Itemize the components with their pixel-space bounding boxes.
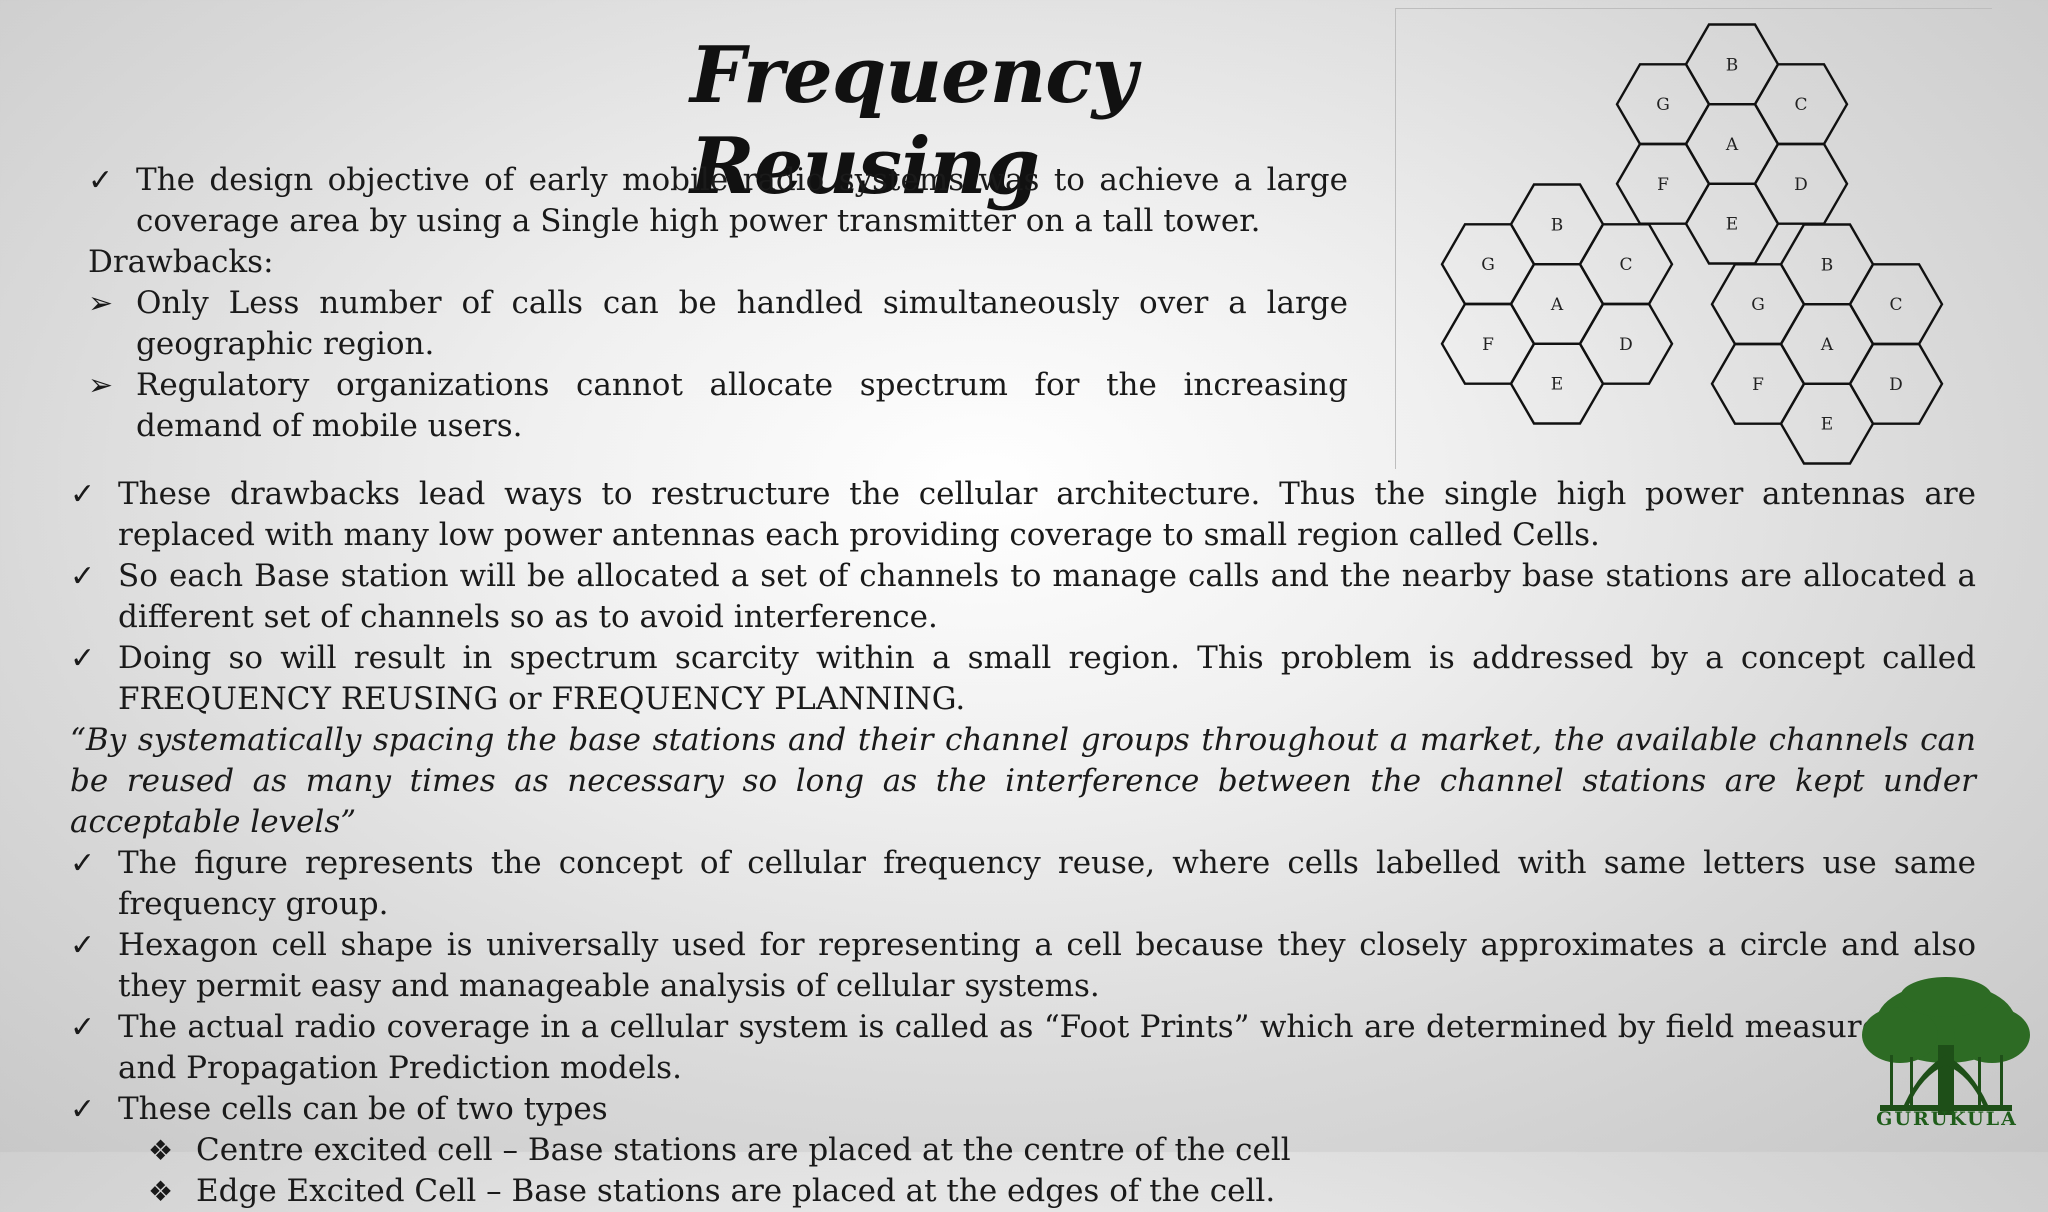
drawback-2-text: Regulatory organizations cannot allocate… — [136, 367, 1348, 444]
body-point-6-text: The actual radio coverage in a cellular … — [118, 1009, 1976, 1086]
body-point-3-text: Doing so will result in spectrum scarcit… — [118, 640, 1976, 717]
body-point-1: ✓ These drawbacks lead ways to restructu… — [70, 474, 1976, 556]
hex-cell-label: A — [1725, 135, 1739, 155]
hex-cell — [1710, 263, 1806, 346]
hex-cell-label: B — [1821, 255, 1834, 275]
hex-cell-label: C — [1619, 255, 1632, 275]
body-point-1-text: These drawbacks lead ways to restructure… — [118, 476, 1976, 553]
body-point-3: ✓ Doing so will result in spectrum scarc… — [70, 638, 1976, 720]
checkmark-icon: ✓ — [70, 1092, 96, 1127]
checkmark-icon: ✓ — [70, 559, 96, 594]
hex-cell-label: F — [1752, 375, 1764, 395]
diamond-bullet-icon: ❖ — [148, 1175, 174, 1208]
hex-cell-label: C — [1889, 295, 1902, 315]
hex-cell-label: C — [1794, 95, 1807, 115]
hex-cell — [1440, 223, 1536, 306]
hex-cluster: A B C D E F G — [1615, 23, 1849, 265]
body-point-7: ✓ These cells can be of two types — [70, 1089, 1976, 1130]
hex-cell-label: G — [1656, 95, 1670, 115]
hex-cell-label: E — [1726, 215, 1738, 235]
intro-section: ✓ The design objective of early mobile r… — [88, 160, 1348, 447]
hex-cell-label: E — [1821, 415, 1833, 435]
arrow-icon: ➢ — [88, 368, 114, 403]
body-point-2-text: So each Base station will be allocated a… — [118, 558, 1976, 635]
hex-cell-label: D — [1794, 175, 1808, 195]
body-point-6: ✓ The actual radio coverage in a cellula… — [70, 1007, 1976, 1089]
body-point-5-text: Hexagon cell shape is universally used f… — [118, 927, 1976, 1004]
logo-text: GURUKULA — [1876, 1108, 2018, 1130]
body-point-7-text: These cells can be of two types — [118, 1091, 608, 1127]
body-point-5: ✓ Hexagon cell shape is universally used… — [70, 925, 1976, 1007]
hex-cell-label: F — [1657, 175, 1669, 195]
hex-cluster: A B C D E F G — [1710, 223, 1944, 465]
arrow-icon: ➢ — [88, 286, 114, 321]
hex-cell-label: D — [1889, 375, 1903, 395]
hex-cell-label: A — [1550, 295, 1564, 315]
slide-title: Frequency Reusing — [690, 30, 1137, 212]
frequency-reuse-diagram: A B C D E F G A B C D E F G A B C D E F G — [1395, 8, 1992, 469]
checkmark-icon: ✓ — [88, 163, 114, 198]
body-point-4-text: The figure represents the concept of cel… — [118, 845, 1976, 922]
cell-type-2: ❖ Edge Excited Cell – Base stations are … — [70, 1171, 1976, 1212]
hex-cell-label: B — [1551, 215, 1564, 235]
body-point-4: ✓ The figure represents the concept of c… — [70, 843, 1976, 925]
cell-type-1-text: Centre excited cell – Base stations are … — [196, 1132, 1291, 1168]
drawback-2: ➢ Regulatory organizations cannot alloca… — [88, 365, 1348, 447]
hex-cell-label: D — [1619, 335, 1633, 355]
drawback-1: ➢ Only Less number of calls can be handl… — [88, 283, 1348, 365]
hex-cell-label: F — [1482, 335, 1494, 355]
intro-point-1: ✓ The design objective of early mobile r… — [88, 160, 1348, 242]
diamond-bullet-icon: ❖ — [148, 1134, 174, 1167]
checkmark-icon: ✓ — [70, 1010, 96, 1045]
definition-quote: “By systematically spacing the base stat… — [70, 722, 1976, 840]
hex-cell-label: A — [1820, 335, 1834, 355]
main-section: ✓ These drawbacks lead ways to restructu… — [70, 474, 1976, 1212]
hex-cell-label: E — [1551, 375, 1563, 395]
checkmark-icon: ✓ — [70, 846, 96, 881]
cell-type-2-text: Edge Excited Cell – Base stations are pl… — [196, 1173, 1276, 1209]
intro-point-1-text: The design objective of early mobile rad… — [136, 162, 1348, 239]
gurukula-tree-logo — [1862, 977, 2030, 1115]
hex-cell-label: G — [1481, 255, 1495, 275]
hexagon-cell-diagram: A B C D E F G A B C D E F G A B C D E F G — [1440, 23, 1944, 465]
hex-cluster: A B C D E F G — [1440, 183, 1674, 425]
hex-cell — [1615, 63, 1711, 146]
drawback-1-text: Only Less number of calls can be handled… — [136, 285, 1348, 362]
checkmark-icon: ✓ — [70, 477, 96, 512]
checkmark-icon: ✓ — [70, 928, 96, 963]
body-point-2: ✓ So each Base station will be allocated… — [70, 556, 1976, 638]
drawbacks-label: Drawbacks: — [88, 244, 274, 280]
hex-cell-label: B — [1726, 55, 1739, 75]
cell-type-1: ❖ Centre excited cell – Base stations ar… — [70, 1130, 1976, 1171]
hex-cell-label: G — [1751, 295, 1765, 315]
checkmark-icon: ✓ — [70, 641, 96, 676]
